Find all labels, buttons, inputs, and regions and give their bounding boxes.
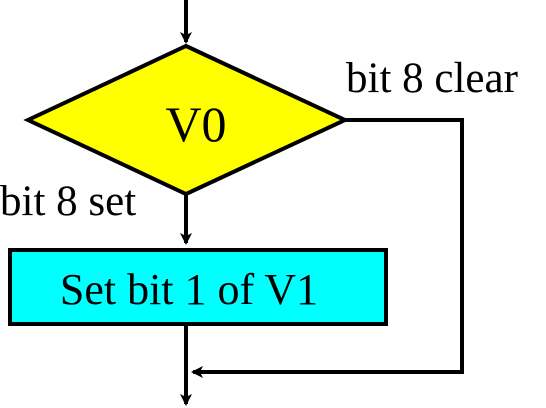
decision-label: V0 xyxy=(165,96,226,152)
clear-branch-path xyxy=(191,118,464,378)
process-box xyxy=(8,248,388,326)
bit-8-clear-label: bit 8 clear xyxy=(346,55,518,102)
bit-8-set-label: bit 8 set xyxy=(0,178,136,225)
process-label: Set bit 1 of V1 xyxy=(60,265,318,314)
